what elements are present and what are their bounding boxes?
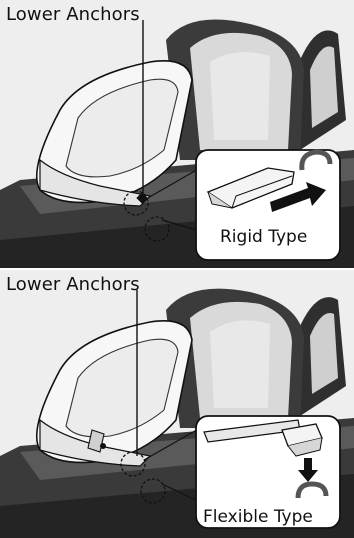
flexible-type-panel: Lower Anchors Flexible Type	[0, 270, 354, 538]
flexible-type-illustration	[0, 270, 354, 538]
rigid-type-panel: Lower Anchors Rigid Type	[0, 0, 354, 268]
connector-type-label: Flexible Type	[203, 507, 313, 527]
connector-type-label: Rigid Type	[220, 227, 307, 247]
callout-label: Lower Anchors	[6, 274, 140, 295]
callout-label: Lower Anchors	[6, 4, 140, 25]
